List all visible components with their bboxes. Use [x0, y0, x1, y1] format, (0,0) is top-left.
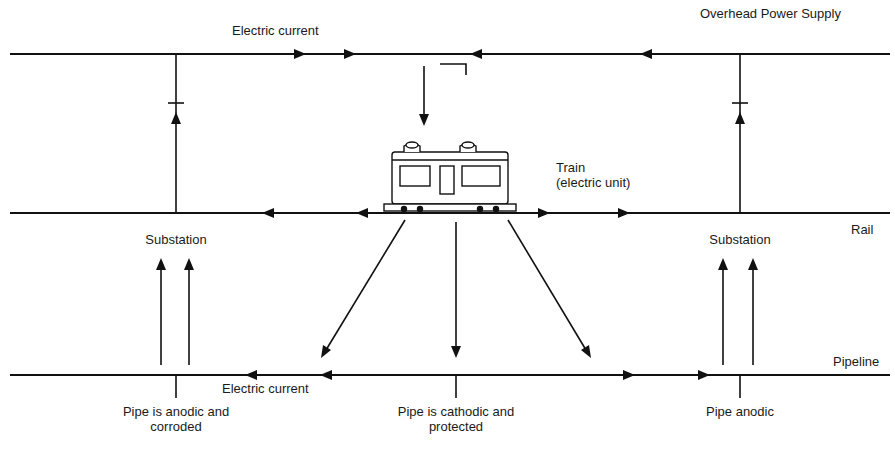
pantograph: [440, 64, 466, 75]
substation-feeder: [175, 54, 177, 213]
overhead-line: [10, 53, 890, 55]
substation-feeder: [739, 54, 741, 213]
current-arrow: [326, 220, 405, 350]
arrowheads: [156, 49, 758, 380]
current-arrow: [160, 262, 162, 365]
current-arrow: [455, 222, 457, 350]
current-arrow: [508, 220, 586, 350]
pipeline-line: [10, 374, 890, 376]
train-label: Train (electric unit): [556, 160, 634, 190]
pipe-state-label: Pipe is anodic and corroded: [106, 404, 246, 434]
current-arrow: [423, 66, 425, 118]
label-tick: [739, 375, 741, 398]
current-arrow: [188, 262, 190, 365]
current-label: Electric current: [222, 381, 352, 396]
pipe-state-label: Pipe is cathodic and protected: [381, 404, 531, 434]
label-tick: [455, 375, 457, 398]
pipe-state-label: Pipe anodic: [670, 404, 810, 419]
pipeline-label: Pipeline: [833, 354, 891, 369]
rail-line: [10, 212, 890, 214]
rectifier-bar: [168, 102, 184, 104]
rail-label: Rail: [851, 222, 891, 237]
current-label: Electric current: [232, 23, 362, 38]
current-arrow: [722, 262, 724, 365]
rectifier-bar: [732, 102, 748, 104]
label-tick: [175, 375, 177, 398]
substation-label: Substation: [116, 232, 236, 247]
supply-label: Overhead Power Supply: [700, 6, 880, 21]
current-arrow: [752, 262, 754, 365]
substation-label: Substation: [680, 232, 800, 247]
electric-train: [384, 142, 516, 212]
